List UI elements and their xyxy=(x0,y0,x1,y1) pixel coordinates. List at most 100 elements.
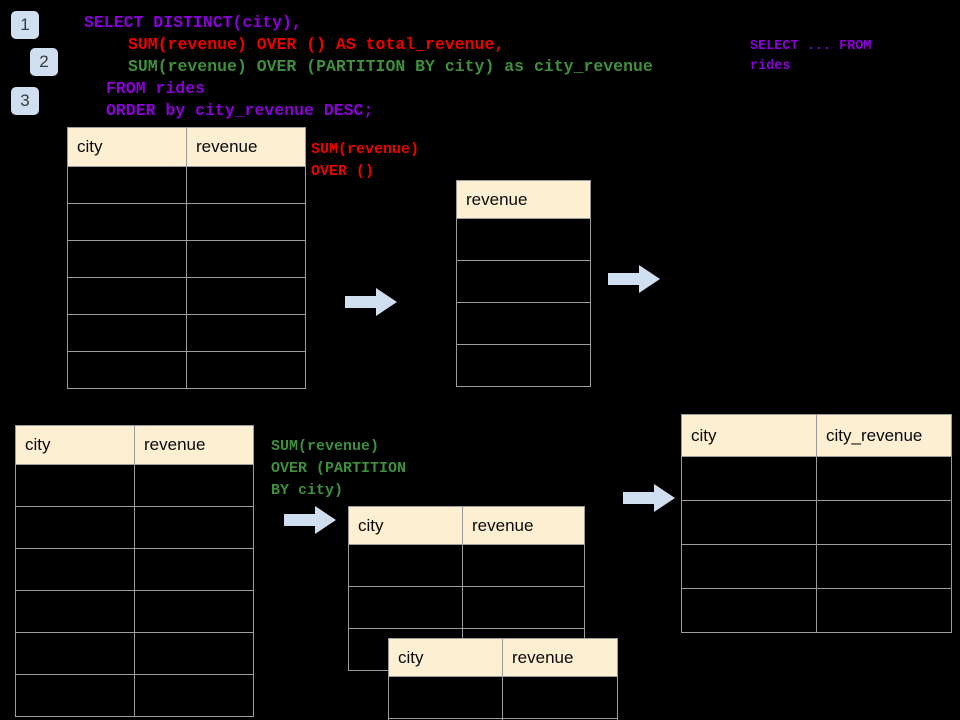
cell-revenue xyxy=(186,351,306,389)
cell-city xyxy=(15,506,135,549)
table-row xyxy=(15,674,254,717)
cell-revenue xyxy=(134,506,254,549)
table-row xyxy=(67,203,306,241)
annotation-select-from-rides-line2: rides xyxy=(750,59,791,74)
sql-line-select-distinct: SELECT DISTINCT(city), xyxy=(84,13,302,32)
annotation-sum-over-empty-line2: OVER () xyxy=(311,163,375,180)
cell-city-revenue xyxy=(816,456,952,501)
column-header-revenue: revenue xyxy=(186,127,306,167)
arrow-source-to-total-revenue xyxy=(345,288,397,316)
column-header-city: city xyxy=(15,425,135,465)
cell-revenue xyxy=(456,218,591,261)
table-row xyxy=(348,586,585,629)
sql-line-sum-over-empty: SUM(revenue) OVER () AS total_revenue, xyxy=(128,35,505,54)
table-row xyxy=(15,506,254,549)
cell-city xyxy=(388,676,503,719)
arrow-total-revenue-to-result xyxy=(608,265,660,293)
table-header-row: city revenue xyxy=(348,506,585,545)
column-header-city: city xyxy=(388,638,503,677)
cell-city xyxy=(348,544,463,587)
arrow-partition-to-result xyxy=(623,484,675,512)
cell-city-revenue xyxy=(816,500,952,545)
cell-city xyxy=(67,203,187,241)
table-row xyxy=(67,351,306,389)
cell-city xyxy=(67,166,187,204)
step-badge-3[interactable]: 3 xyxy=(11,87,39,115)
table-row xyxy=(15,548,254,591)
cell-revenue xyxy=(462,586,585,629)
column-header-city-revenue: city_revenue xyxy=(816,414,952,457)
cell-revenue xyxy=(502,676,618,719)
cell-revenue xyxy=(134,590,254,633)
column-header-revenue: revenue xyxy=(134,425,254,465)
table-row xyxy=(681,588,952,633)
cell-revenue xyxy=(186,277,306,315)
table-row xyxy=(681,500,952,545)
table-row xyxy=(348,544,585,587)
table-row xyxy=(456,218,591,261)
cell-city-revenue xyxy=(816,588,952,633)
cell-city xyxy=(681,456,817,501)
table-total-revenue: revenue xyxy=(456,180,591,387)
annotation-sum-over-partition-line2: OVER (PARTITION xyxy=(271,460,407,477)
cell-revenue xyxy=(134,464,254,507)
table-rides-source-top: city revenue xyxy=(67,127,306,389)
table-header-row: city revenue xyxy=(15,425,254,465)
column-header-city: city xyxy=(67,127,187,167)
column-header-city: city xyxy=(681,414,817,457)
cell-city xyxy=(15,464,135,507)
cell-city xyxy=(681,588,817,633)
cell-revenue xyxy=(502,718,618,720)
cell-city xyxy=(67,240,187,278)
table-row xyxy=(681,456,952,501)
sql-line-order-by: ORDER by city_revenue DESC; xyxy=(106,101,374,120)
cell-city xyxy=(15,632,135,675)
annotation-sum-over-empty-line1: SUM(revenue) xyxy=(311,141,420,158)
cell-city xyxy=(67,314,187,352)
cell-city xyxy=(681,500,817,545)
table-header-row: city city_revenue xyxy=(681,414,952,457)
table-row xyxy=(67,240,306,278)
column-header-revenue: revenue xyxy=(502,638,618,677)
table-row xyxy=(456,260,591,303)
sql-line-sum-over-partition: SUM(revenue) OVER (PARTITION BY city) as… xyxy=(128,57,653,76)
table-row xyxy=(456,302,591,345)
step-badge-2[interactable]: 2 xyxy=(30,48,58,76)
annotation-select-from-rides-line1: SELECT ... FROM xyxy=(750,39,872,54)
cell-revenue xyxy=(134,674,254,717)
step-badge-1[interactable]: 1 xyxy=(11,11,39,39)
table-header-row: city revenue xyxy=(67,127,306,167)
cell-revenue xyxy=(456,302,591,345)
sql-line-from-rides: FROM rides xyxy=(106,79,206,98)
cell-city-revenue xyxy=(816,544,952,589)
cell-city xyxy=(67,277,187,315)
cell-city xyxy=(15,674,135,717)
cell-city xyxy=(67,351,187,389)
cell-city xyxy=(348,586,463,629)
cell-revenue xyxy=(462,544,585,587)
cell-revenue xyxy=(456,344,591,387)
cell-city xyxy=(15,548,135,591)
table-row xyxy=(681,544,952,589)
column-header-city: city xyxy=(348,506,463,545)
arrow-source-to-partition xyxy=(284,506,336,534)
table-city-revenue-result: city city_revenue xyxy=(681,414,952,633)
table-row xyxy=(15,590,254,633)
cell-revenue xyxy=(186,240,306,278)
table-header-row: city revenue xyxy=(388,638,618,677)
table-row xyxy=(388,676,618,719)
cell-revenue xyxy=(134,632,254,675)
cell-revenue xyxy=(134,548,254,591)
table-row xyxy=(15,464,254,507)
column-header-revenue: revenue xyxy=(456,180,591,219)
table-partition-front: city revenue xyxy=(388,638,618,720)
cell-city xyxy=(15,590,135,633)
cell-revenue xyxy=(186,314,306,352)
table-row xyxy=(67,314,306,352)
table-header-row: revenue xyxy=(456,180,591,219)
column-header-revenue: revenue xyxy=(462,506,585,545)
annotation-sum-over-partition-line1: SUM(revenue) xyxy=(271,438,380,455)
annotation-sum-over-partition-line3: BY city) xyxy=(271,482,344,499)
table-rides-source-bottom: city revenue xyxy=(15,425,254,717)
